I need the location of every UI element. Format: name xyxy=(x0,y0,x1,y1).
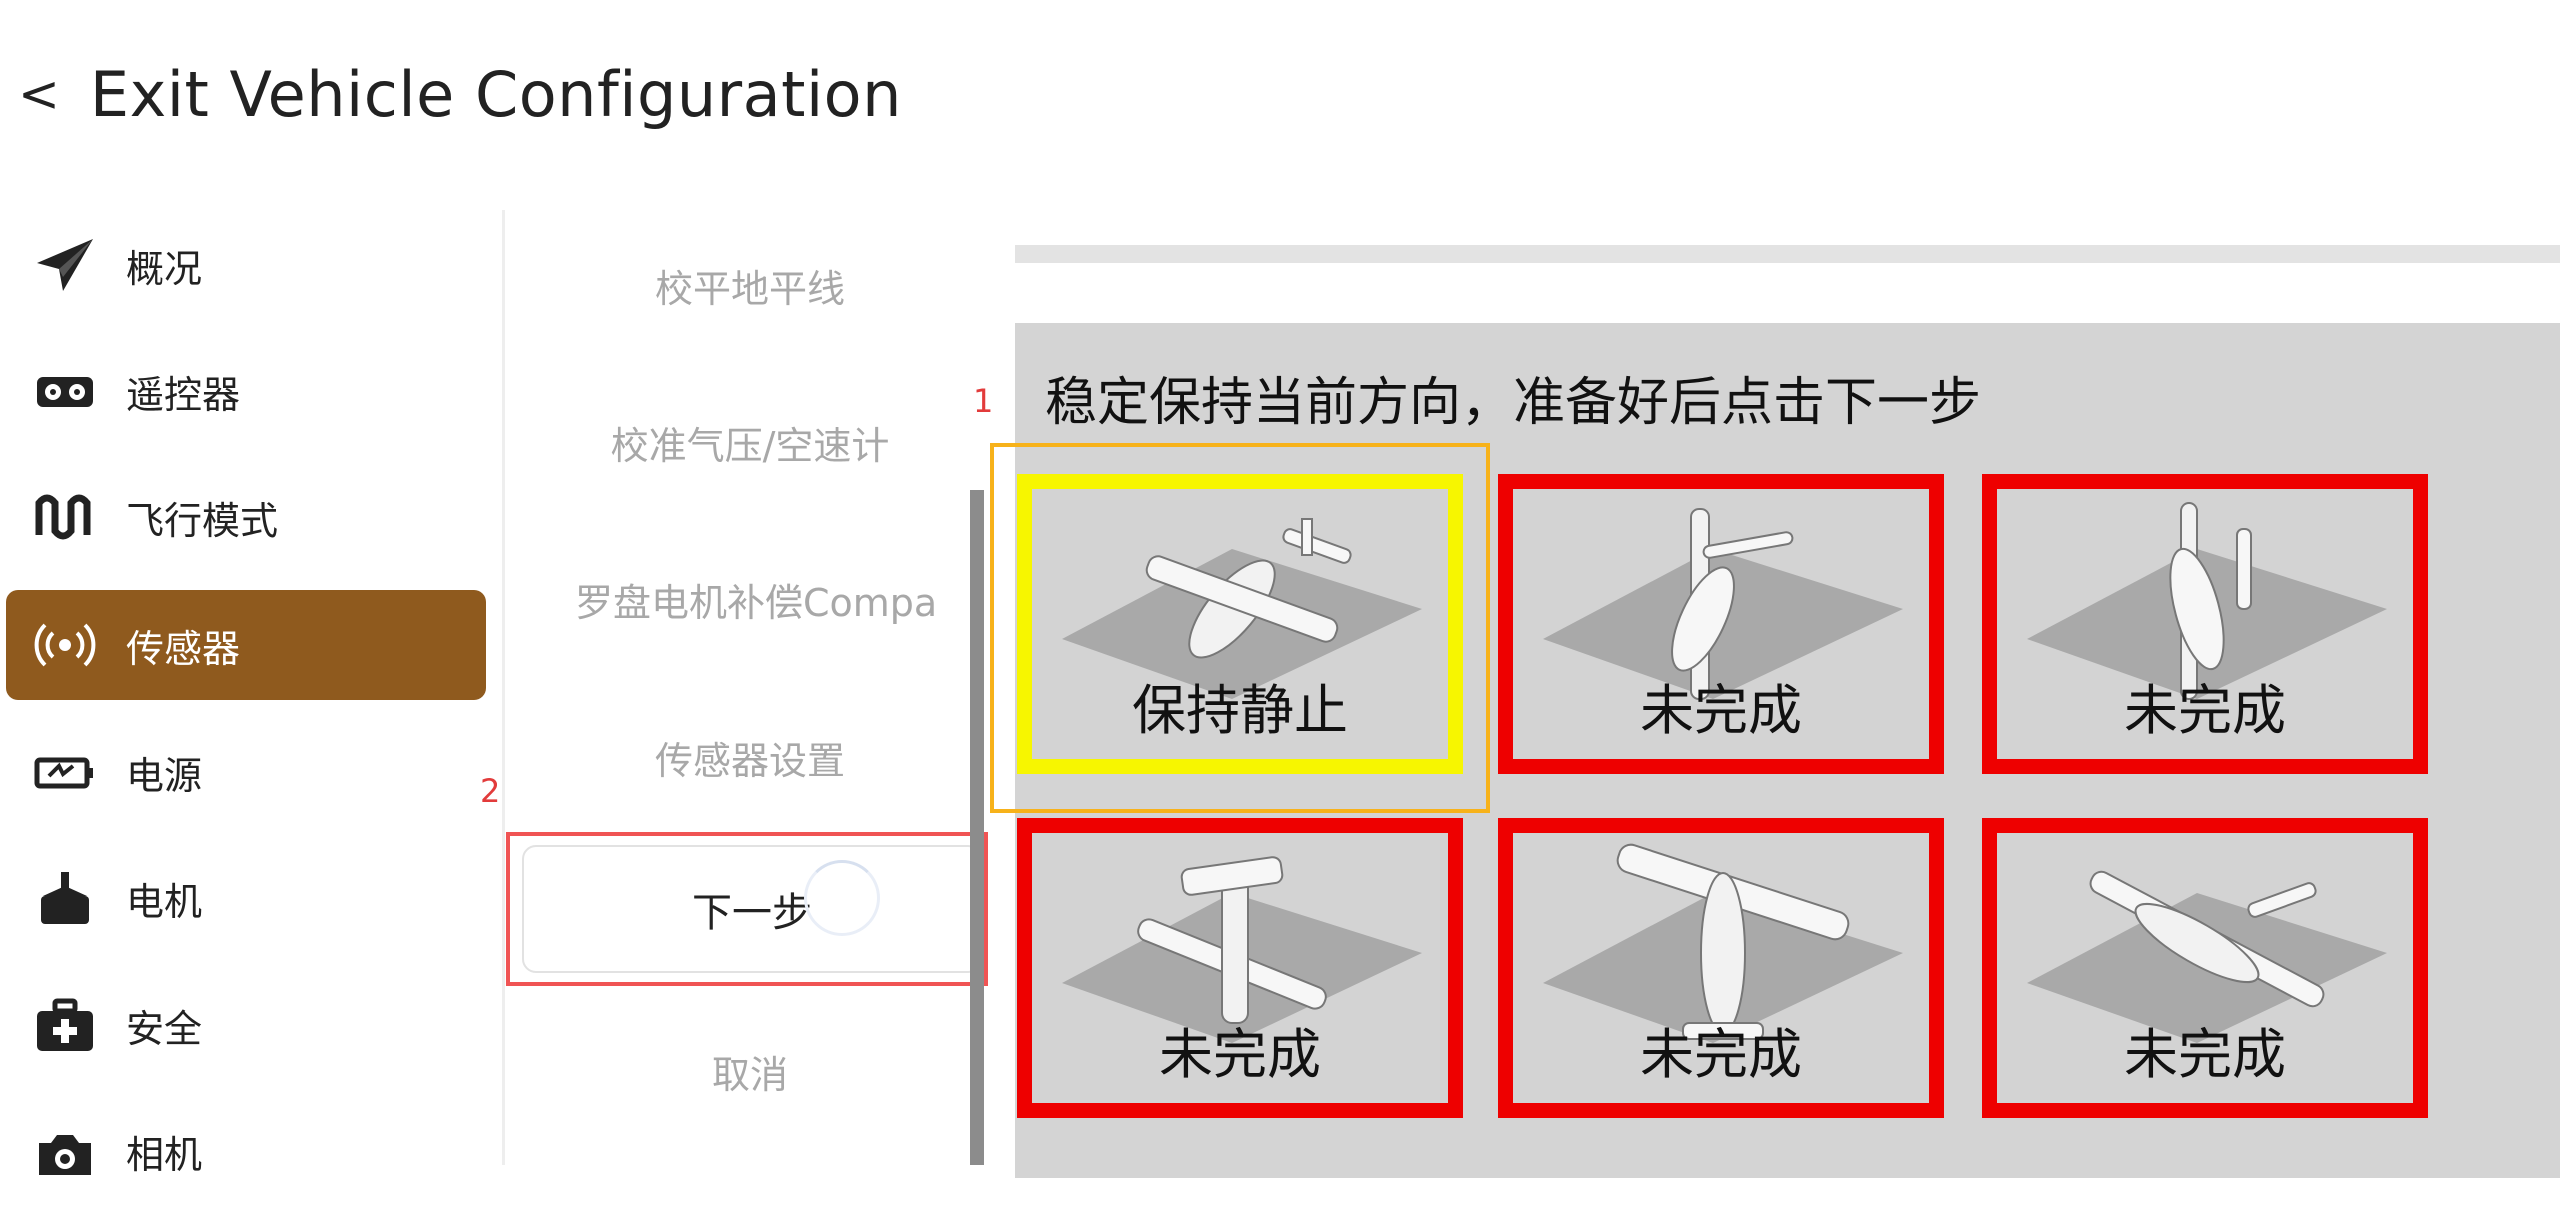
paper-plane-icon xyxy=(28,228,102,302)
sidebar-item-motors[interactable]: 电机 xyxy=(6,843,486,953)
sidebar-item-label: 遥控器 xyxy=(126,372,241,417)
flight-mode-wave-icon xyxy=(28,480,102,554)
sidebar-item-overview[interactable]: 概况 xyxy=(6,210,486,320)
motor-icon xyxy=(28,861,102,935)
sidebar-item-label: 电源 xyxy=(126,753,203,798)
airplane-right-side-icon xyxy=(2027,870,2387,1043)
page-title: Exit Vehicle Configuration xyxy=(89,57,902,131)
calibration-instruction: 稳定保持当前方向，准备好后点击下一步 xyxy=(1045,373,1982,433)
back-chevron-icon: < xyxy=(18,65,60,123)
menu-sensor-settings[interactable]: 传感器设置 xyxy=(654,739,845,783)
tile-caption: 未完成 xyxy=(2124,679,2286,742)
menu-cancel[interactable]: 取消 xyxy=(711,1053,788,1097)
sidebar-item-label: 电机 xyxy=(126,879,203,924)
scrollbar-thumb[interactable] xyxy=(970,490,984,1165)
tile-caption: 未完成 xyxy=(1159,1023,1321,1086)
orientation-tile-upside-down[interactable]: 未完成 xyxy=(1498,818,1944,1118)
sidebar-item-safety[interactable]: 安全 xyxy=(6,970,486,1080)
airplane-level-icon xyxy=(1062,518,1422,699)
camera-icon xyxy=(28,1114,102,1188)
sidebar-item-label: 飞行模式 xyxy=(126,498,279,543)
sidebar-item-label: 安全 xyxy=(126,1006,203,1051)
orientation-tile-left-side[interactable]: 未完成 xyxy=(1017,818,1463,1118)
sidebar-item-flight-modes[interactable]: 飞行模式 xyxy=(6,462,486,572)
orientation-tile-nose-down[interactable]: 未完成 xyxy=(1498,474,1944,774)
airplane-left-side-icon xyxy=(1062,856,1422,1043)
menu-level-horizon[interactable]: 校平地平线 xyxy=(654,267,845,311)
sidebar-divider xyxy=(502,210,505,1165)
sidebar-item-label: 相机 xyxy=(126,1132,203,1177)
orientation-tile-right-side[interactable]: 未完成 xyxy=(1982,818,2428,1118)
sidebar-item-sensors[interactable]: 传感器 xyxy=(6,590,486,700)
tile-caption: 未完成 xyxy=(2124,1023,2286,1086)
battery-icon xyxy=(28,735,102,809)
remote-control-icon xyxy=(28,354,102,428)
sidebar-item-camera[interactable]: 相机 xyxy=(6,1096,486,1206)
sensor-signal-icon xyxy=(28,608,102,682)
menu-calibrate-airspeed[interactable]: 校准气压/空速计 xyxy=(610,424,890,468)
airplane-upside-down-icon xyxy=(1543,843,1903,1043)
orientation-tile-nose-up[interactable]: 未完成 xyxy=(1982,474,2428,774)
sidebar-item-remote[interactable]: 遥控器 xyxy=(6,336,486,446)
tile-caption: 保持静止 xyxy=(1132,679,1348,742)
progress-bar xyxy=(1015,245,2560,263)
exit-vehicle-configuration-button[interactable]: < Exit Vehicle Configuration xyxy=(18,52,902,136)
sidebar-item-power[interactable]: 电源 xyxy=(6,717,486,827)
airplane-nose-down-icon xyxy=(1543,508,1903,700)
loading-spinner-icon xyxy=(804,860,880,936)
airplane-nose-up-icon xyxy=(2027,502,2387,700)
sidebar-item-label: 传感器 xyxy=(126,626,241,671)
tile-caption: 未完成 xyxy=(1640,679,1802,742)
annotation-number-1: 1 xyxy=(973,382,994,420)
sidebar-item-label: 概况 xyxy=(126,246,203,291)
annotation-number-2: 2 xyxy=(480,772,501,810)
first-aid-kit-icon xyxy=(28,988,102,1062)
orientation-tile-level[interactable]: 保持静止 xyxy=(1017,474,1463,774)
tile-caption: 未完成 xyxy=(1640,1023,1802,1086)
menu-compass-motor-compensation[interactable]: 罗盘电机补偿Compa xyxy=(575,581,938,625)
next-button[interactable]: 下一步 xyxy=(522,845,982,973)
